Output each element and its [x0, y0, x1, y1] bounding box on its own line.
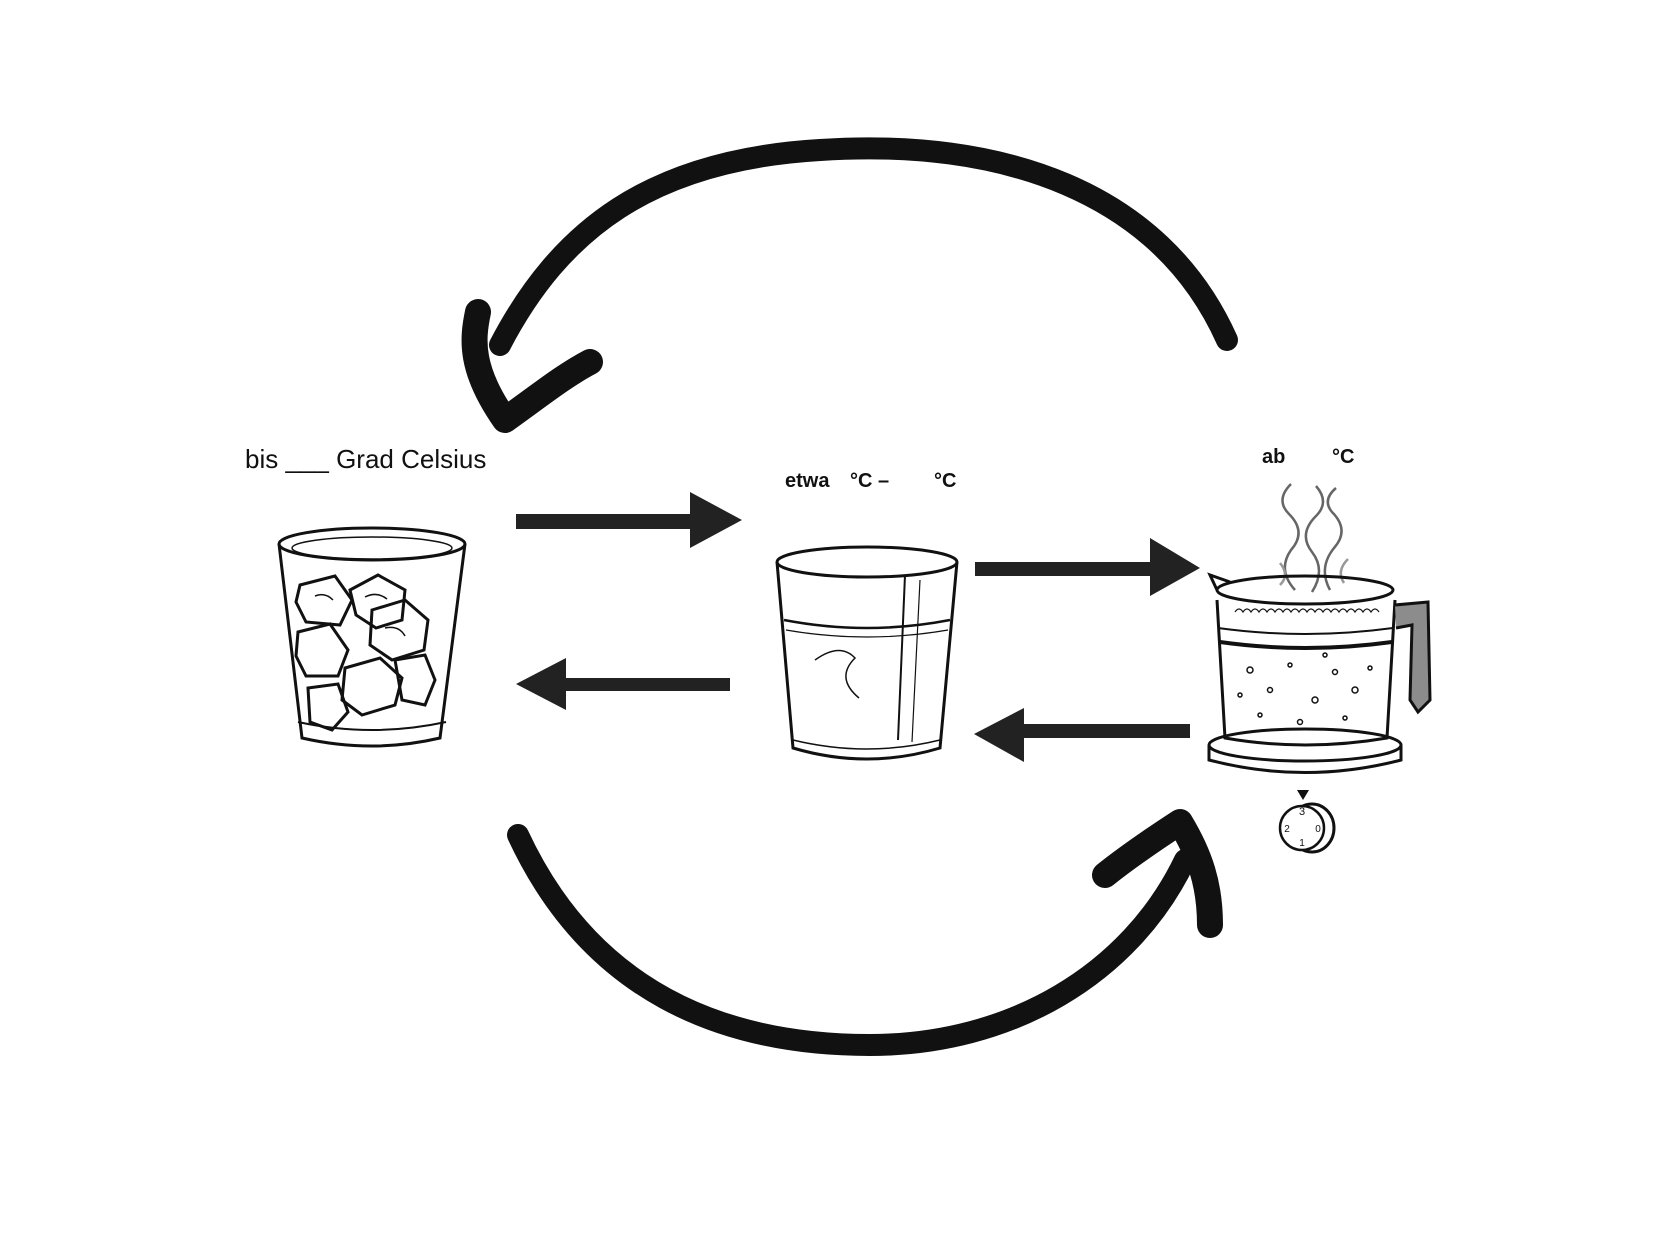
room-temp-unit-2: °C	[934, 470, 956, 492]
kettle-icon	[1207, 572, 1432, 774]
ice-glass-icon	[277, 526, 467, 748]
water-glass-icon	[775, 545, 959, 761]
dial-number-1: 1	[1299, 838, 1305, 849]
arrow-water-to-kettle	[975, 538, 1200, 596]
boil-temp-prefix: ab	[1262, 446, 1285, 468]
curved-arrow-top	[461, 137, 1238, 433]
room-temp-prefix: etwa	[785, 470, 830, 492]
boil-temp-unit: °C	[1332, 446, 1354, 468]
arrow-ice-to-water	[516, 492, 742, 548]
dial-number-2: 2	[1284, 824, 1290, 835]
dial-number-0: 0	[1315, 824, 1321, 835]
stove-dial-icon: 3 0 1 2	[1278, 790, 1336, 854]
steam-icon	[1279, 483, 1349, 593]
dial-number-3: 3	[1299, 806, 1305, 818]
arrow-kettle-to-water	[974, 708, 1190, 762]
room-temp-unit-1: °C –	[850, 470, 889, 492]
curved-arrow-bottom	[507, 809, 1223, 1057]
arrow-water-to-ice	[516, 658, 730, 710]
ice-temp-label: bis ___ Grad Celsius	[245, 444, 487, 474]
